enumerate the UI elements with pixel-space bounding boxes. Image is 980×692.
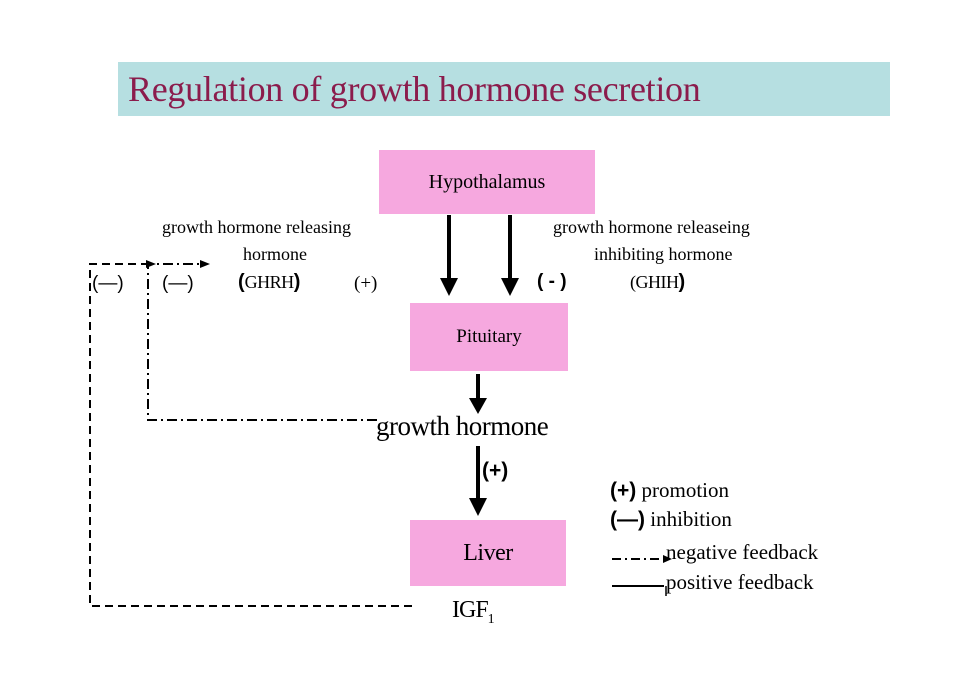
pituitary-label: Pituitary xyxy=(456,326,522,347)
gh-negative-feedback xyxy=(147,263,377,421)
title-bar: Regulation of growth hormone secretion xyxy=(118,62,890,116)
inhibit-mid-symbol: (—) xyxy=(162,273,194,294)
liver-node: Liver xyxy=(410,520,566,586)
igf-label: IGF1 xyxy=(452,597,495,627)
liver-label: Liver xyxy=(463,539,513,566)
gh-plus-symbol: (+) xyxy=(482,459,509,482)
legend-inhibition: (—) inhibition xyxy=(610,507,732,531)
igf-text: IGF xyxy=(452,597,489,623)
ghrh-arrowhead xyxy=(440,278,458,296)
ghrh-label-line1: growth hormone releasing xyxy=(162,217,351,237)
gh-liver-arrowhead xyxy=(469,498,487,516)
ghrh-abbr: (GHRH) xyxy=(238,271,301,293)
legend-inhibition-symbol: (—) xyxy=(610,508,645,531)
ghih-minus-symbol: ( - ) xyxy=(537,271,567,292)
ghih-label-line2: inhibiting hormone xyxy=(594,244,733,264)
ghrh-plus-symbol: (+) xyxy=(354,273,378,294)
ghih-label-line1: growth hormone releaseing xyxy=(553,217,750,237)
hypothalamus-node: Hypothalamus xyxy=(379,150,595,214)
igf-negative-feedback xyxy=(89,263,412,607)
legend-inhibition-text: inhibition xyxy=(650,507,732,531)
pituitary-gh-arrowhead xyxy=(469,398,487,414)
pituitary-node: Pituitary xyxy=(410,303,568,371)
legend-negative-feedback: negative feedback xyxy=(666,540,819,564)
igf-subscript: 1 xyxy=(487,611,495,627)
legend-promotion: (+) promotion xyxy=(610,478,730,502)
page-title: Regulation of growth hormone secretion xyxy=(128,69,701,109)
ghih-arrowhead xyxy=(501,278,519,296)
hypothalamus-label: Hypothalamus xyxy=(428,170,546,193)
inhibit-left-symbol: (—) xyxy=(92,273,124,294)
ghrh-abbr-text: GHRH xyxy=(244,272,295,292)
legend-promotion-text: promotion xyxy=(641,478,730,502)
legend-promotion-symbol: (+) xyxy=(610,479,637,502)
ghih-abbr-text: (GHIH xyxy=(630,272,679,292)
ghrh-label-line2: hormone xyxy=(243,244,307,264)
legend-positive-feedback: positive feedback xyxy=(666,570,814,594)
ghih-abbr: (GHIH) xyxy=(630,271,686,293)
growth-hormone-label: growth hormone xyxy=(376,411,549,441)
